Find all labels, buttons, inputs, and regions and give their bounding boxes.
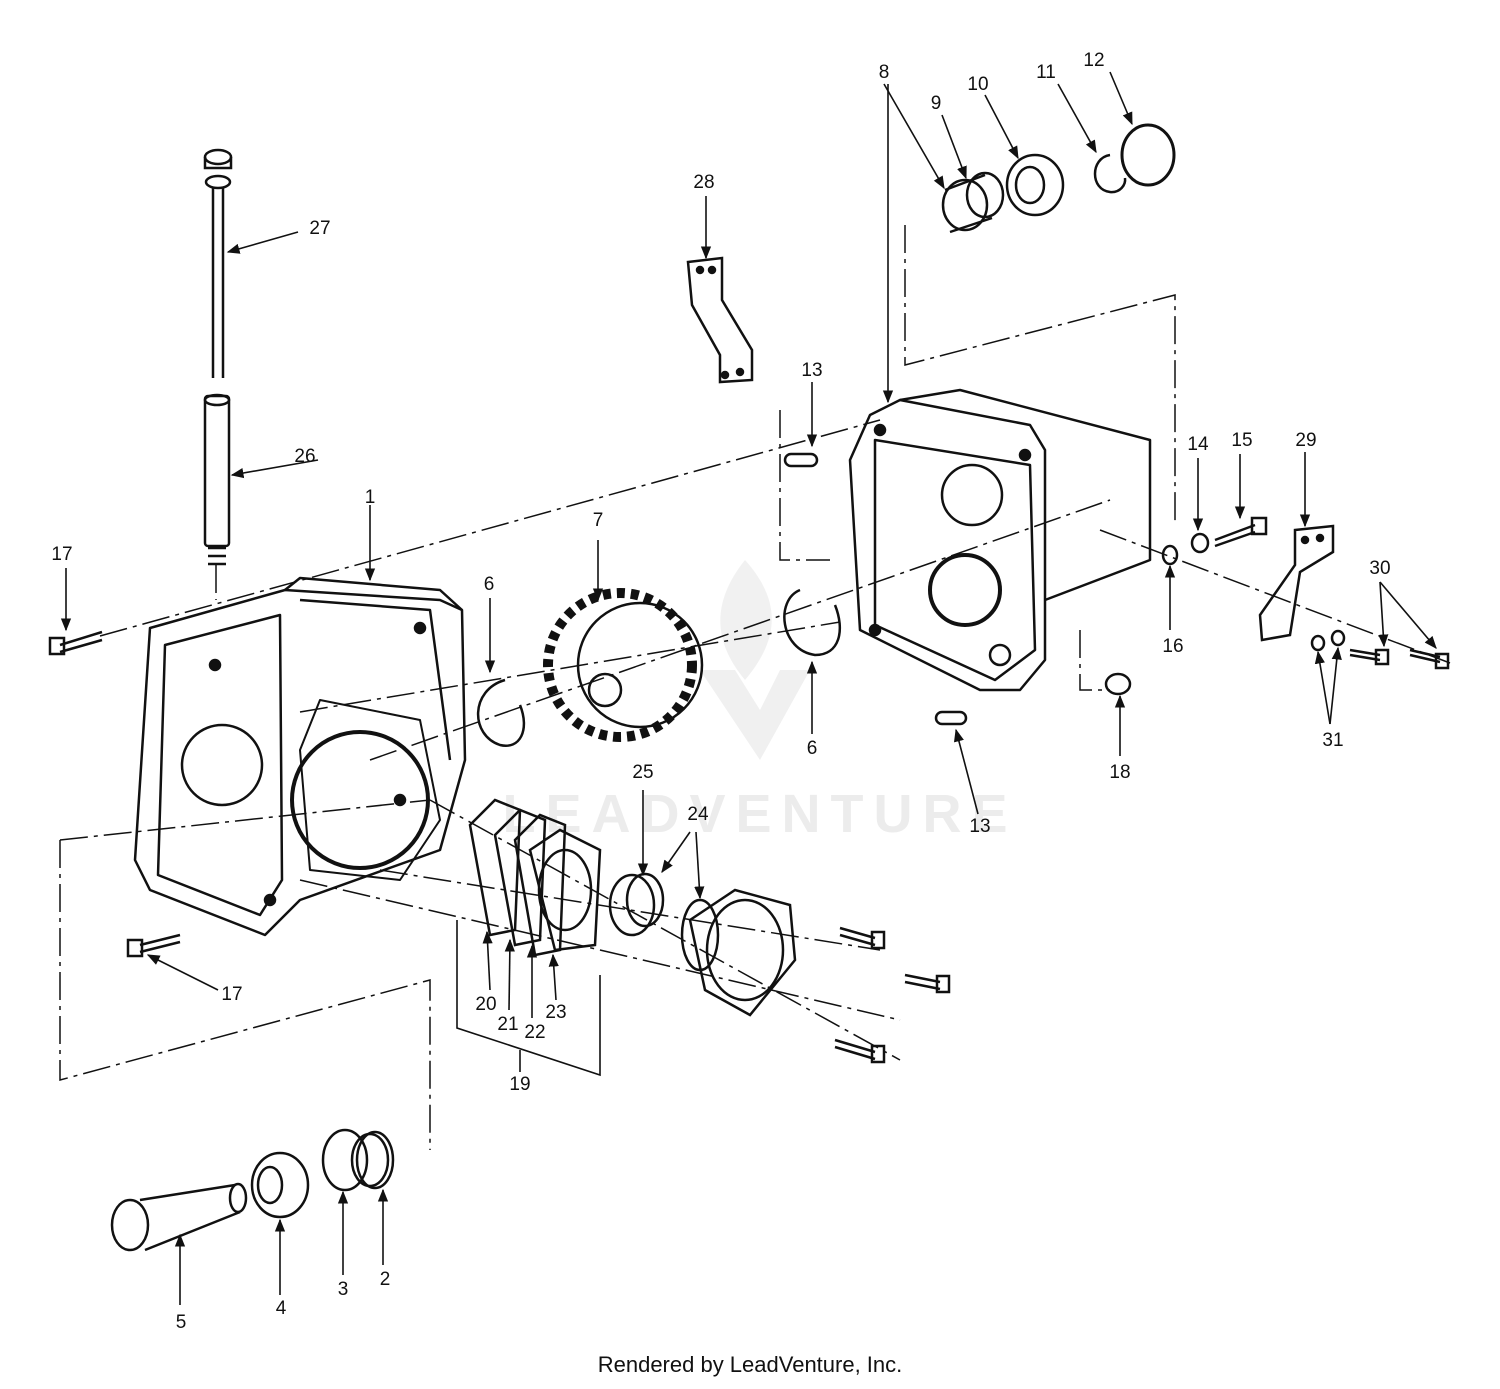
washers xyxy=(1161,532,1346,652)
mounting-bracket-right xyxy=(1258,524,1335,642)
callout-30: 30 xyxy=(1369,558,1390,579)
retaining-ring-left xyxy=(476,678,526,748)
shim-gaskets xyxy=(468,798,602,957)
pins xyxy=(783,452,968,726)
assembly-centerlines xyxy=(59,225,1451,1150)
callout-1: 1 xyxy=(365,487,376,508)
right-housing-cover xyxy=(848,388,1152,692)
watermark-text: LEADVENTURE xyxy=(502,784,1017,844)
callout-17-upper: 17 xyxy=(51,544,72,565)
callout-13-lower: 13 xyxy=(969,816,990,837)
callout-16: 16 xyxy=(1162,636,1183,657)
drain-plug xyxy=(1104,672,1132,696)
callout-8: 8 xyxy=(879,62,890,83)
dipstick-tube xyxy=(203,393,231,566)
main-housing xyxy=(133,576,467,937)
callout-9: 9 xyxy=(931,93,942,114)
pinion-bearing xyxy=(250,1151,310,1219)
callout-20: 20 xyxy=(475,994,496,1015)
callout-26: 26 xyxy=(294,446,315,467)
callout-31: 31 xyxy=(1322,730,1343,751)
leader-lines xyxy=(60,71,1437,1305)
tapered-bearing xyxy=(1005,153,1065,217)
callout-13-upper: 13 xyxy=(801,360,822,381)
mounting-bracket-left xyxy=(686,256,754,384)
callout-29: 29 xyxy=(1295,430,1316,451)
callout-21: 21 xyxy=(497,1014,518,1035)
callout-4: 4 xyxy=(276,1298,287,1319)
callout-12: 12 xyxy=(1083,50,1104,71)
end-cap xyxy=(1120,123,1176,187)
callout-25: 25 xyxy=(632,762,653,783)
callout-24: 24 xyxy=(687,804,709,825)
callout-17-lower: 17 xyxy=(221,984,242,1005)
callout-23: 23 xyxy=(545,1002,566,1023)
bearing-cup xyxy=(608,872,665,937)
callout-22: 22 xyxy=(524,1022,545,1043)
callout-28: 28 xyxy=(693,172,714,193)
snap-ring xyxy=(1093,153,1127,194)
pinion-shaft xyxy=(110,1182,248,1252)
callout-14: 14 xyxy=(1187,434,1209,455)
callout-10: 10 xyxy=(967,74,988,95)
bearing-cap xyxy=(680,888,797,1017)
callout-5: 5 xyxy=(176,1312,187,1333)
callout-3: 3 xyxy=(338,1279,349,1300)
callout-11: 11 xyxy=(1036,62,1056,83)
callout-27: 27 xyxy=(309,218,330,239)
callout-18: 18 xyxy=(1109,762,1130,783)
footer-credit: Rendered by LeadVenture, Inc. xyxy=(597,1352,903,1377)
callout-6-left: 6 xyxy=(484,574,495,595)
callout-6-right: 6 xyxy=(807,738,818,759)
dipstick xyxy=(203,148,233,378)
callout-labels: 1 2 3 4 5 6 6 7 8 9 10 11 12 13 13 14 15… xyxy=(51,50,1390,1333)
callout-15: 15 xyxy=(1231,430,1252,451)
callout-2: 2 xyxy=(380,1269,391,1290)
retaining-ring-right xyxy=(783,588,842,657)
pinion-seal xyxy=(355,1130,395,1190)
pinion-bearing-cup xyxy=(321,1128,390,1192)
watermark-logo xyxy=(700,560,810,760)
callout-19: 19 xyxy=(509,1074,530,1095)
large-gear xyxy=(543,588,704,742)
bearing-race xyxy=(941,171,1005,234)
bolts xyxy=(48,516,1450,1064)
callout-7: 7 xyxy=(593,510,604,531)
